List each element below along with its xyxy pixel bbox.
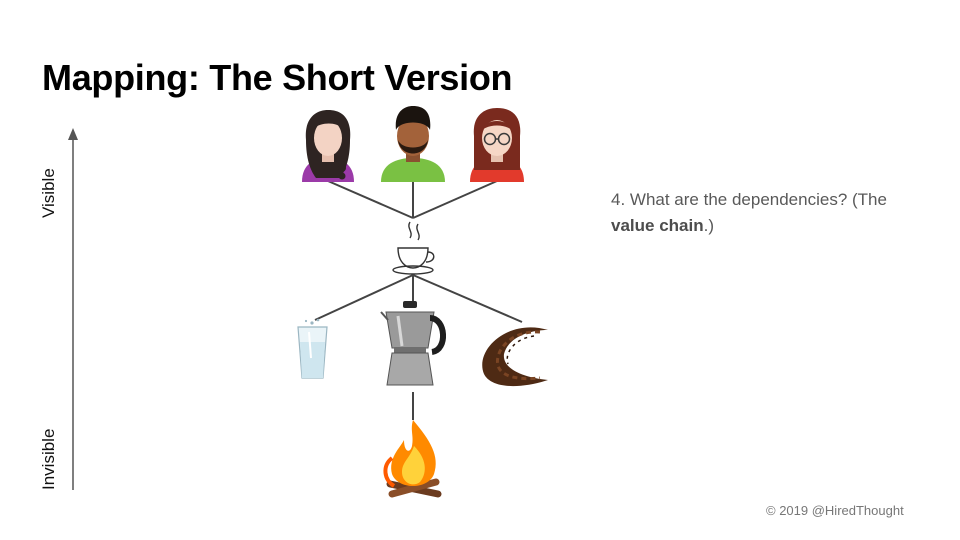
woman-braid-icon bbox=[302, 110, 354, 182]
caption-suffix: .) bbox=[703, 216, 714, 235]
copyright-footer: © 2019 @HiredThought bbox=[766, 503, 904, 518]
man-beard-icon bbox=[381, 106, 445, 182]
coffee-cup-icon bbox=[392, 221, 435, 275]
coffee-beans-icon bbox=[482, 327, 548, 387]
axis-arrow-icon bbox=[68, 128, 78, 140]
water-glass-icon bbox=[297, 318, 328, 379]
connector-lines bbox=[314, 180, 523, 420]
campfire-icon bbox=[383, 420, 442, 498]
slide-title: Mapping: The Short Version bbox=[42, 57, 513, 98]
caption-prefix: 4. What are the dependencies? (The bbox=[611, 190, 887, 209]
axis-label-visible: Visible bbox=[39, 168, 58, 218]
link-cup-beans bbox=[412, 274, 523, 323]
axis-label-invisible: Invisible bbox=[39, 428, 58, 490]
woman-glasses-icon bbox=[470, 108, 524, 182]
link-user1-cup bbox=[327, 180, 414, 219]
link-user3-cup bbox=[412, 180, 498, 219]
caption-emphasis: value chain bbox=[611, 216, 704, 235]
step-caption: 4. What are the dependencies? (The value… bbox=[611, 187, 931, 239]
moka-pot-icon bbox=[380, 301, 447, 386]
link-cup-water bbox=[314, 274, 414, 321]
